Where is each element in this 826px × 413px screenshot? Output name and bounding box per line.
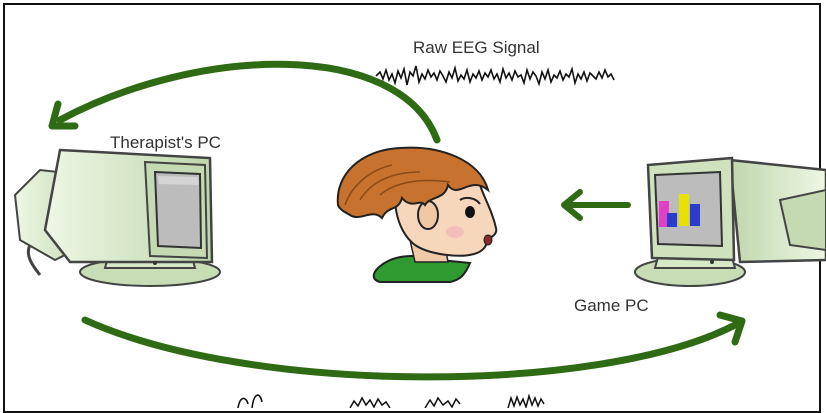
bottom-waveform-icons [237, 393, 545, 408]
therapist-monitor-icon [13, 148, 221, 287]
bar-magenta [659, 201, 669, 227]
arrow-therapist-to-game [81, 311, 746, 381]
bar-blue [667, 213, 677, 227]
game-pc-label: Game PC [574, 296, 649, 315]
eeg-waveform-icon [375, 64, 615, 87]
game-monitor-icon [634, 156, 826, 287]
arrow-head-to-therapist [48, 60, 441, 144]
therapist-pc-label: Therapist's PC [110, 133, 221, 152]
bar-yellow [679, 194, 689, 226]
eeg-signal-label: Raw EEG Signal [413, 38, 540, 57]
child-head-icon [336, 146, 498, 283]
arrow-game-to-child [561, 189, 631, 221]
bar-blue-2 [690, 204, 700, 226]
